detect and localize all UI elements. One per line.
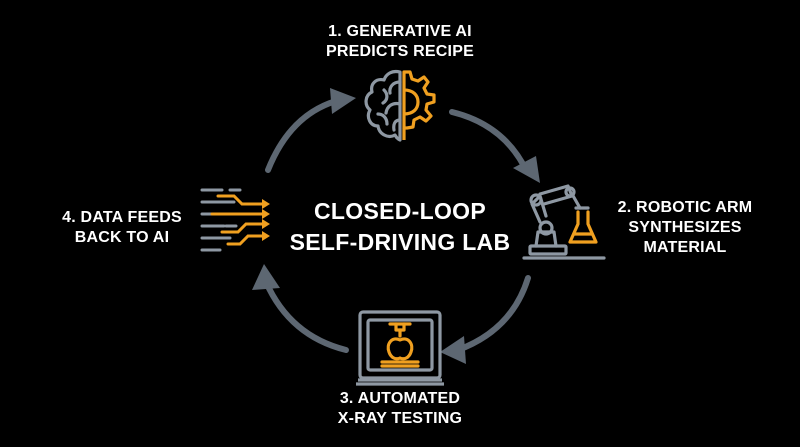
step-3-line-2: X-RAY TESTING	[337, 410, 463, 427]
arrow-step2-to-step3	[455, 275, 531, 353]
arrowhead-step3	[440, 336, 466, 364]
arrow-step3-to-step4	[263, 279, 349, 353]
arrowhead-step2	[513, 156, 540, 183]
brain-gear-icon	[364, 69, 436, 142]
step-4-line-1: 4. DATA FEEDS	[62, 209, 182, 226]
step-3-line-1: 3. AUTOMATED	[339, 390, 461, 407]
arrowhead-step1	[330, 88, 356, 114]
cycle-arrows	[252, 88, 540, 364]
title-line-2: SELF-DRIVING LAB	[289, 229, 511, 255]
step-2-line-3: MATERIAL	[643, 239, 727, 256]
arrow-step1-to-step2	[449, 109, 530, 175]
data-arrows-icon	[200, 188, 270, 252]
step-2-line-2: SYNTHESIZES	[628, 219, 742, 236]
step-4-line-2: BACK TO AI	[74, 229, 170, 246]
arrowhead-step4	[252, 264, 280, 290]
step-1-line-1: 1. GENERATIVE AI	[328, 23, 472, 40]
step-1-label: 1. GENERATIVE AI PREDICTS RECIPE	[300, 22, 500, 62]
step-3-label: 3. AUTOMATED X-RAY TESTING	[310, 389, 490, 429]
robotic-arm-flask-icon	[522, 184, 606, 260]
xray-scanner-icon	[356, 310, 444, 386]
title-line-1: CLOSED-LOOP	[314, 198, 486, 224]
step-1-line-2: PREDICTS RECIPE	[326, 43, 474, 60]
step-4-label: 4. DATA FEEDS BACK TO AI	[52, 208, 192, 248]
arrow-step4-to-step1	[265, 98, 339, 173]
step-2-line-1: 2. ROBOTIC ARM	[617, 199, 753, 216]
step-2-label: 2. ROBOTIC ARM SYNTHESIZES MATERIAL	[600, 198, 770, 258]
diagram-title: CLOSED-LOOP SELF-DRIVING LAB	[285, 196, 515, 258]
